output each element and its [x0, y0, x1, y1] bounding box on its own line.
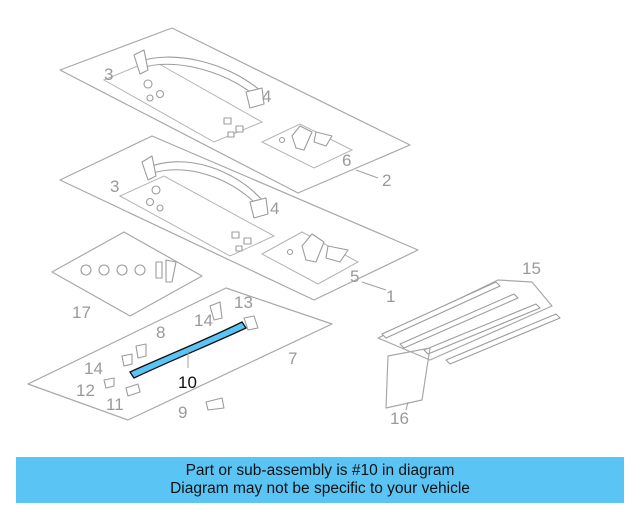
banner-line-disclaimer: Diagram may not be specific to your vehi… — [170, 480, 470, 497]
callout-3b: 3 — [110, 177, 119, 196]
callout-3a: 3 — [104, 65, 113, 84]
callout-16: 16 — [390, 409, 409, 428]
callout-17: 17 — [72, 303, 91, 322]
callout-15: 15 — [522, 259, 541, 278]
parts-diagram: 3 4 6 2 3 4 5 1 17 14 13 8 7 14 10 12 11… — [27, 27, 561, 428]
callout-10: 10 — [178, 373, 197, 392]
panel-middle-assembly — [59, 135, 419, 301]
callout-6: 6 — [342, 151, 351, 170]
callout-9: 9 — [178, 403, 187, 422]
callout-13: 13 — [234, 293, 253, 312]
callout-11: 11 — [106, 395, 124, 414]
callout-14a: 14 — [194, 311, 213, 330]
callout-12: 12 — [76, 381, 95, 400]
callout-7: 7 — [288, 349, 297, 368]
callout-5: 5 — [350, 267, 359, 286]
callout-4a: 4 — [262, 87, 271, 106]
panel-fastener-set — [51, 231, 203, 317]
callout-1: 1 — [386, 287, 395, 306]
callout-2: 2 — [382, 171, 391, 190]
callout-4b: 4 — [270, 199, 279, 218]
part-info-banner: Part or sub-assembly is #10 in diagram D… — [16, 457, 624, 503]
side-molding-assembly — [377, 279, 561, 411]
panel-top-assembly — [59, 27, 411, 194]
panel-bottom-assembly — [27, 287, 333, 421]
callout-14b: 14 — [84, 359, 103, 378]
banner-line-part: Part or sub-assembly is #10 in diagram — [185, 462, 455, 479]
callout-8: 8 — [156, 323, 165, 342]
